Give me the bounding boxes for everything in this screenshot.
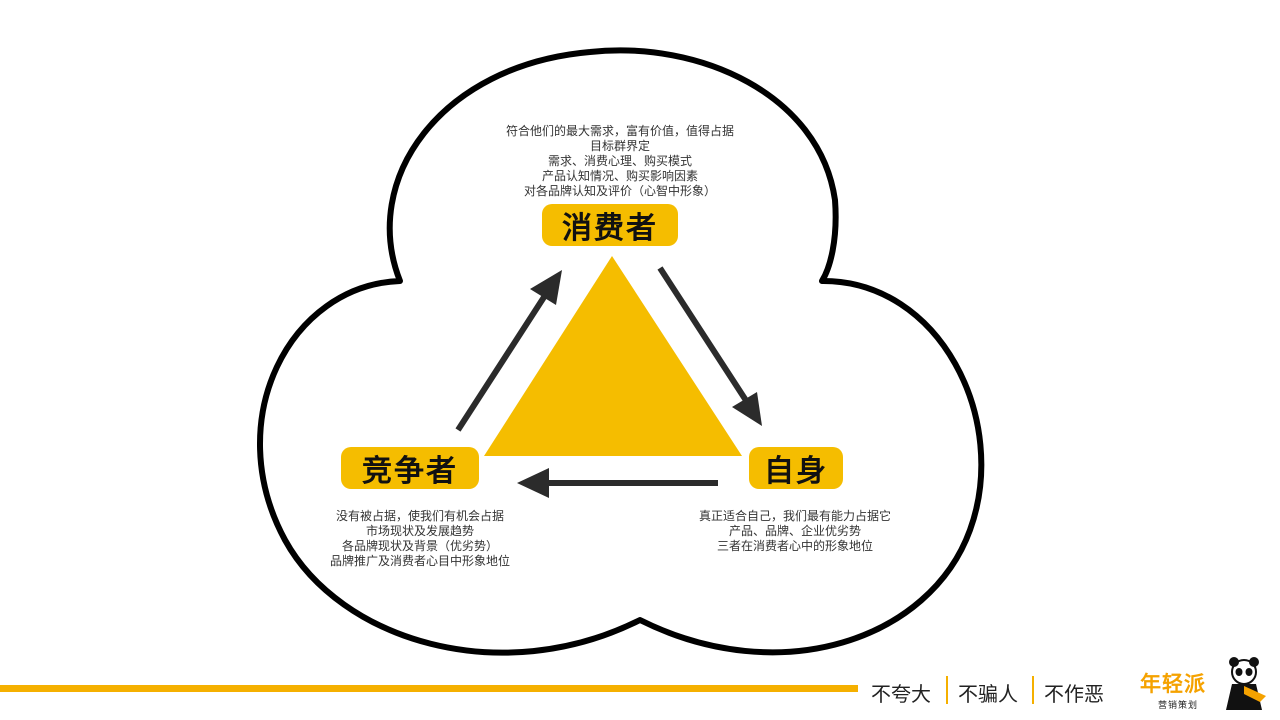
panda-mascot-icon — [1226, 657, 1266, 710]
competitor-desc-line: 没有被占据，使我们有机会占据 — [335, 509, 504, 523]
competitor-description: 没有被占据，使我们有机会占据 市场现状及发展趋势 各品牌现状及背景（优劣势） 品… — [270, 509, 570, 569]
consumer-desc-line: 目标群界定 — [589, 139, 650, 153]
self-desc-line: 三者在消费者心中的形象地位 — [716, 539, 873, 553]
footer-divider — [0, 685, 858, 692]
slogan-item: 不作恶 — [1044, 682, 1104, 706]
logo-subtitle: 营销策划 — [1158, 701, 1199, 711]
self-desc-line: 产品、品牌、企业优劣势 — [728, 524, 861, 538]
competitor-desc-line: 各品牌现状及背景（优劣势） — [341, 539, 498, 553]
node-self: 自身 — [749, 447, 843, 489]
arrowhead-competitor — [517, 468, 549, 498]
slogan-separator — [946, 676, 948, 704]
consumer-desc-line: 需求、消费心理、购买模式 — [547, 154, 692, 168]
consumer-desc-line: 对各品牌认知及评价（心智中形象） — [523, 184, 716, 198]
slogan-item: 不夸大 — [871, 682, 931, 706]
node-competitor: 竞争者 — [341, 447, 479, 489]
competitor-desc-line: 市场现状及发展趋势 — [365, 524, 474, 538]
self-description: 真正适合自己，我们最有能力占据它 产品、品牌、企业优劣势 三者在消费者心中的形象… — [640, 509, 950, 554]
brand-logo: 年轻派 营销策划 — [1138, 656, 1270, 716]
arrow-consumer-to-self — [657, 266, 750, 404]
slogan-separator — [1032, 676, 1034, 704]
node-consumer: 消费者 — [542, 204, 678, 246]
arrow-competitor-to-consumer — [455, 292, 549, 432]
center-triangle — [484, 256, 742, 456]
self-desc-line: 真正适合自己，我们最有能力占据它 — [698, 509, 891, 523]
consumer-description: 符合他们的最大需求，富有价值，值得占据 目标群界定 需求、消费心理、购买模式 产… — [460, 124, 780, 199]
competitor-desc-line: 品牌推广及消费者心目中形象地位 — [329, 554, 510, 568]
consumer-desc-line: 产品认知情况、购买影响因素 — [541, 169, 698, 183]
consumer-desc-line: 符合他们的最大需求，富有价值，值得占据 — [505, 124, 734, 138]
slogan-item: 不骗人 — [958, 682, 1018, 706]
arrowhead-consumer — [530, 270, 562, 305]
logo-name: 年轻派 — [1140, 672, 1206, 696]
arrowhead-self — [732, 392, 762, 426]
